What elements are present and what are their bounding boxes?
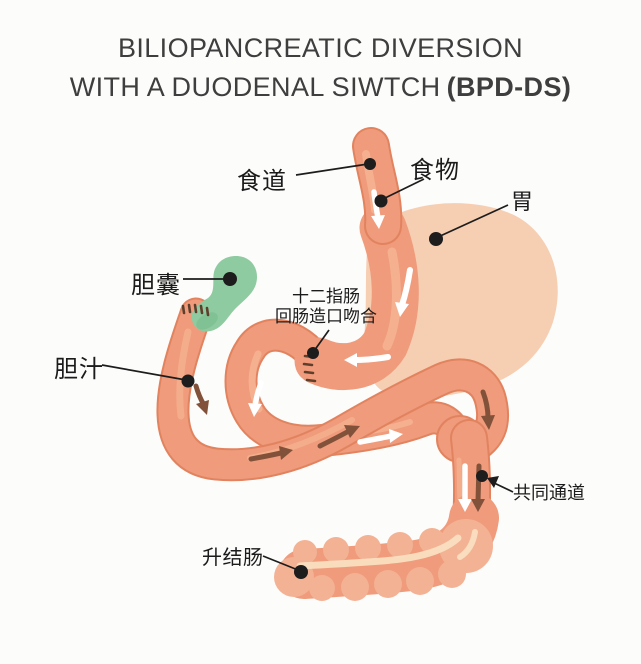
title-line-2: WITH A DUODENAL SIWTCH(BPD-DS) (0, 68, 641, 107)
leader-dot-esophagus (364, 158, 376, 170)
label-anastomosis-line-2: 回肠造口吻合 (275, 307, 377, 326)
food-arrow-to-junction (357, 429, 403, 445)
label-gallbladder: 胆囊 (131, 272, 181, 299)
bile-arrow-bottom-run (248, 446, 293, 462)
title-line-2-bold: (BPD-DS) (446, 72, 572, 102)
leader-dot-stomach (429, 232, 443, 246)
leader-dot-common-channel (476, 470, 488, 482)
label-ascending-colon: 升结肠 (202, 547, 264, 569)
leader-dot-anastomosis (307, 347, 319, 359)
label-food: 食物 (410, 157, 460, 184)
label-duodeno-ileal-anastomosis: 十二指肠 回肠造口吻合 (268, 287, 384, 327)
leader-bile (101, 364, 187, 381)
food-flow-arrows (248, 189, 472, 512)
label-esophagus: 食道 (237, 168, 287, 195)
gallbladder-neck-shade (196, 312, 218, 330)
food-arrow-esophagus (371, 189, 385, 229)
food-arrow-common-channel (458, 463, 472, 512)
duodenal-stump-sutures (181, 303, 210, 317)
food-arrow-antrum (344, 353, 391, 367)
leader-stomach (437, 204, 509, 238)
label-anastomosis-line-1: 十二指肠 (292, 287, 360, 306)
leader-esophagus (295, 163, 369, 176)
leader-dot-colon (294, 565, 308, 579)
label-stomach: 胃 (511, 189, 535, 214)
bile-arrow-stump (193, 383, 209, 415)
title-line-2-regular: WITH A DUODENAL SIWTCH (69, 72, 441, 102)
food-arrow-loop (248, 380, 264, 417)
leader-dot-bile (181, 374, 195, 388)
food-arrow-sleeve (395, 267, 413, 317)
leader-arrowhead-common-channel (487, 476, 499, 488)
label-common-channel: 共同通道 (513, 483, 585, 503)
leader-dot-gallbladder (223, 272, 237, 286)
leader-anastomosis (313, 329, 330, 352)
bile-arrow-descent (480, 389, 495, 430)
leader-lines (101, 158, 514, 579)
leader-colon (262, 555, 299, 571)
leader-dot-food (374, 194, 388, 208)
diagram-title: BILIOPANCREATIC DIVERSION WITH A DUODENA… (0, 29, 641, 107)
gallbladder-shape (191, 256, 258, 332)
bile-flow-arrows (193, 383, 495, 512)
title-line-1: BILIOPANCREATIC DIVERSION (117, 33, 524, 63)
ascending-colon-shape (274, 493, 499, 601)
label-bile: 胆汁 (54, 356, 104, 383)
leader-food (382, 178, 425, 200)
bile-arrow-rising (317, 425, 360, 449)
